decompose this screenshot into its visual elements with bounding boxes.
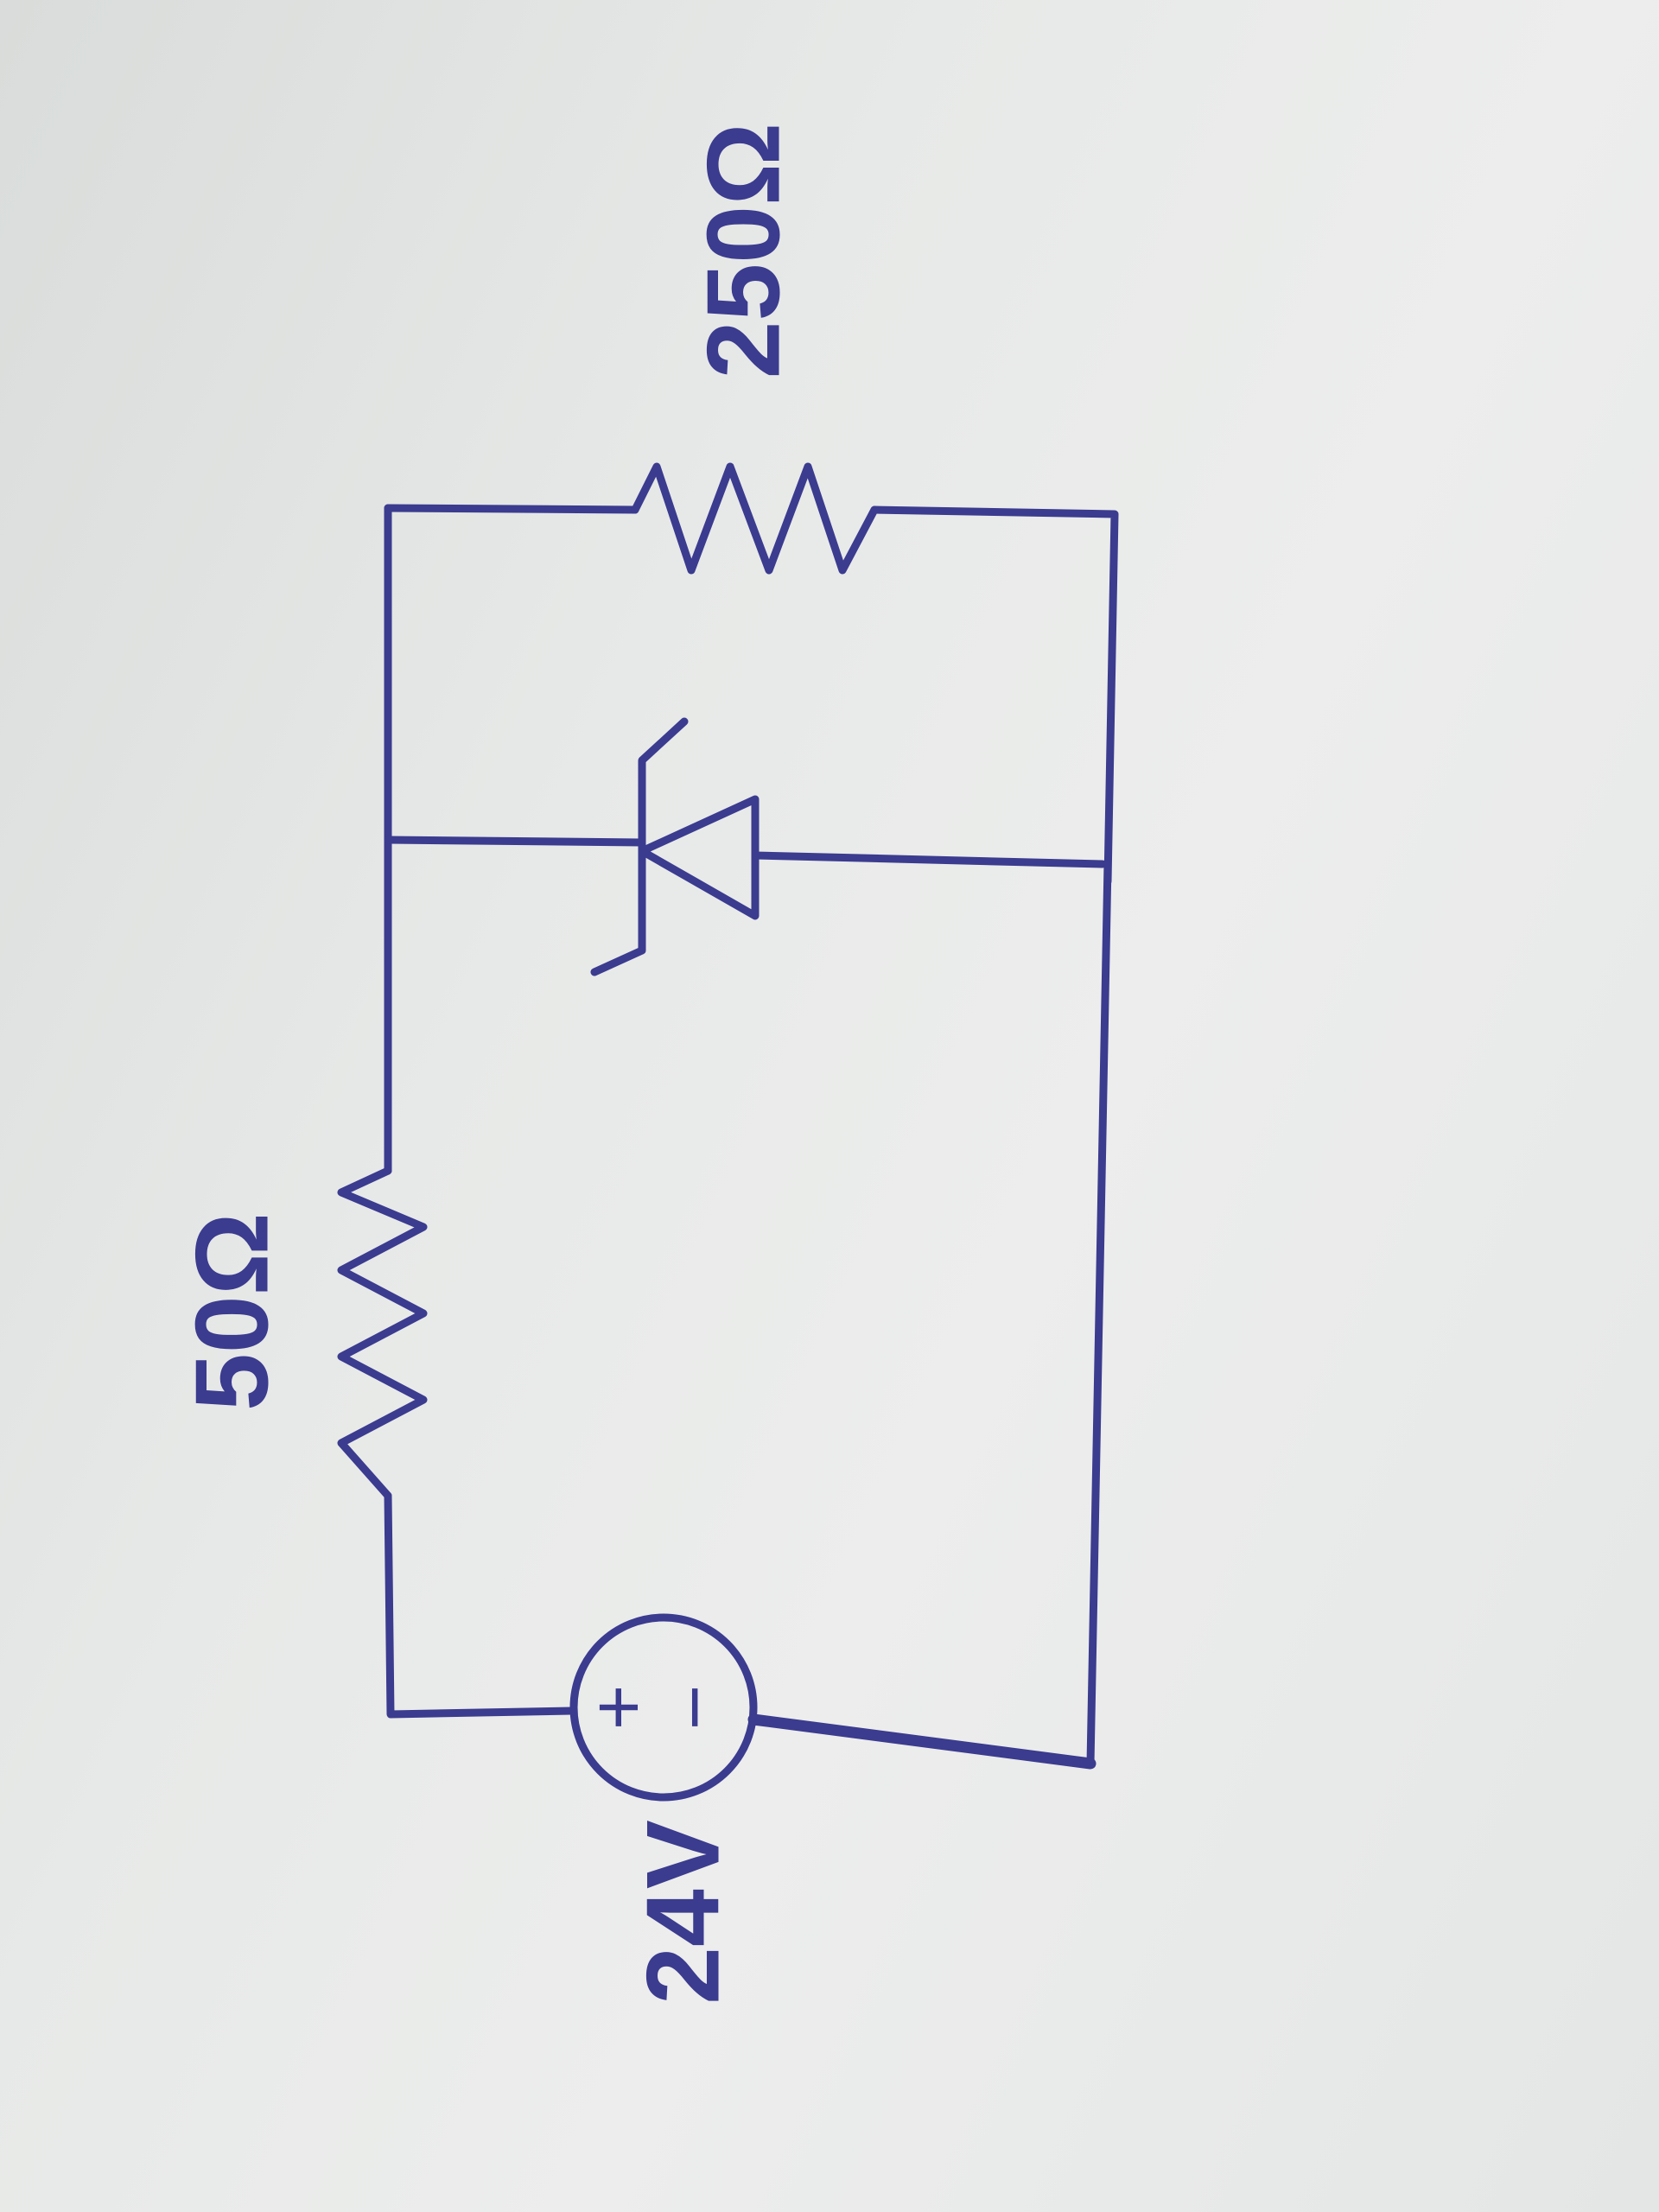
source-minus: − bbox=[652, 1685, 738, 1731]
label-250-ohm: 250Ω bbox=[686, 123, 802, 378]
wire-middle-right bbox=[751, 851, 1107, 868]
resistor-50-ohm bbox=[337, 1166, 428, 1500]
wire-middle bbox=[384, 836, 646, 847]
label-24v: 24V bbox=[626, 1820, 741, 2005]
wire-right bbox=[1086, 860, 1112, 1768]
wire-top-right bbox=[870, 505, 1119, 886]
source-plus: + bbox=[575, 1685, 662, 1731]
zener-diode bbox=[590, 717, 760, 976]
label-50-ohm: 50Ω bbox=[175, 1212, 290, 1411]
wire-left-bottom bbox=[384, 1491, 576, 1719]
resistor-250-ohm bbox=[631, 462, 879, 575]
wire-bottom bbox=[747, 1713, 1096, 1770]
wire-top-left bbox=[384, 504, 639, 514]
voltage-source bbox=[569, 1613, 758, 1802]
